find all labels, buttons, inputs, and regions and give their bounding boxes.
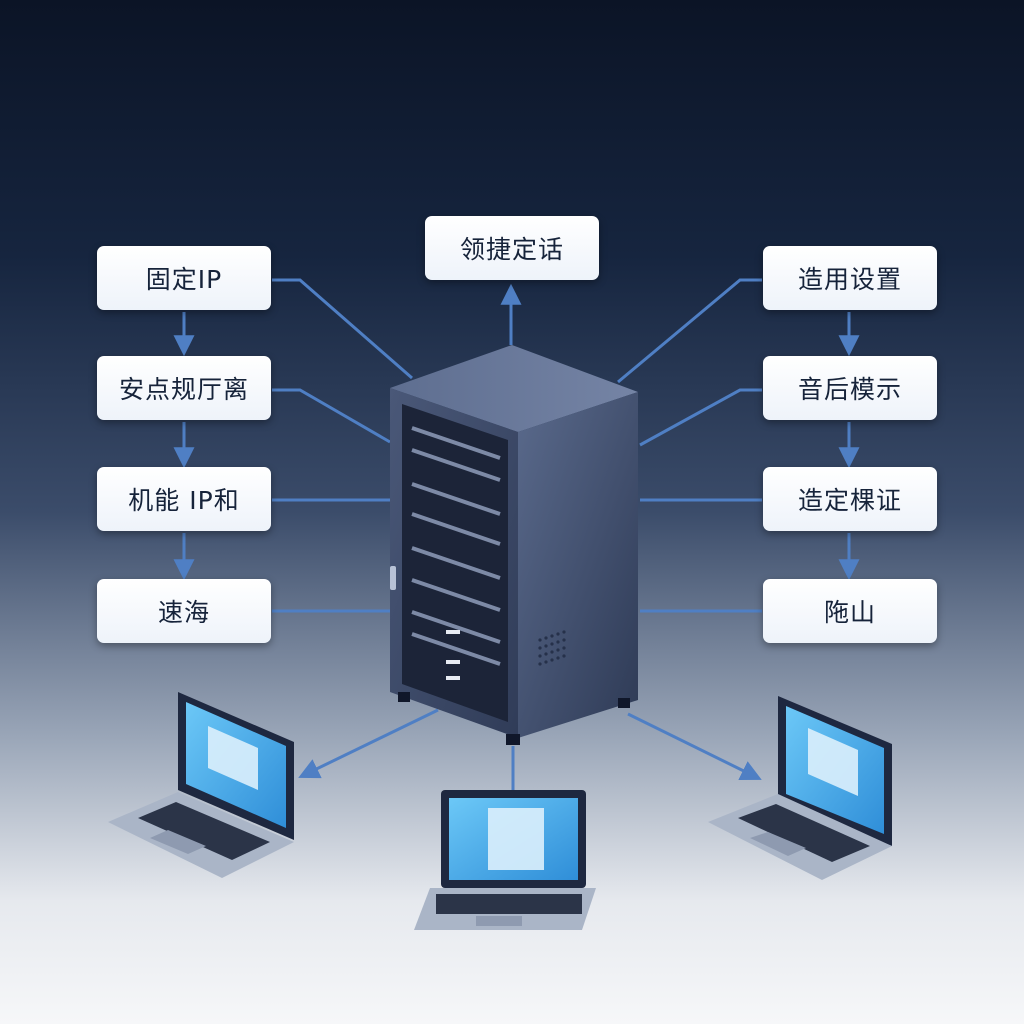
node-right-3-label: 造定棵证 [797, 486, 902, 515]
node-left-1: 固定IP [97, 246, 271, 310]
node-left-3-label: 机能 IP和 [128, 486, 240, 515]
node-right-1-label: 造用设置 [797, 265, 902, 294]
node-left-2: 安点规厅离 [97, 356, 271, 420]
connector-right-1 [617, 278, 762, 384]
node-left-1-label: 固定IP [145, 265, 223, 294]
connector-left-1 [272, 278, 413, 380]
connectors [173, 278, 860, 790]
node-top: 领捷定话 [425, 216, 599, 280]
node-right-4: 陁山 [763, 579, 937, 643]
server-rack-icon [390, 345, 638, 745]
node-right-3: 造定棵证 [763, 467, 937, 531]
node-left-3: 机能 IP和 [97, 467, 271, 531]
connector-right-2 [639, 388, 762, 447]
connector-client-left [298, 708, 439, 779]
node-top-label: 领捷定话 [459, 235, 564, 264]
connector-left-2 [272, 388, 391, 444]
node-left-4-label: 速海 [157, 598, 210, 627]
laptop-icon [708, 696, 892, 880]
node-right-2: 音后模示 [763, 356, 937, 420]
node-right-2-label: 音后模示 [797, 375, 902, 404]
laptop-icon [108, 692, 294, 878]
node-left-2-label: 安点规厅离 [118, 375, 249, 404]
laptop-icon [414, 790, 596, 930]
connector-client-right [627, 712, 762, 781]
node-right-1: 造用设置 [763, 246, 937, 310]
node-left-4: 速海 [97, 579, 271, 643]
node-right-4-label: 陁山 [823, 598, 876, 627]
